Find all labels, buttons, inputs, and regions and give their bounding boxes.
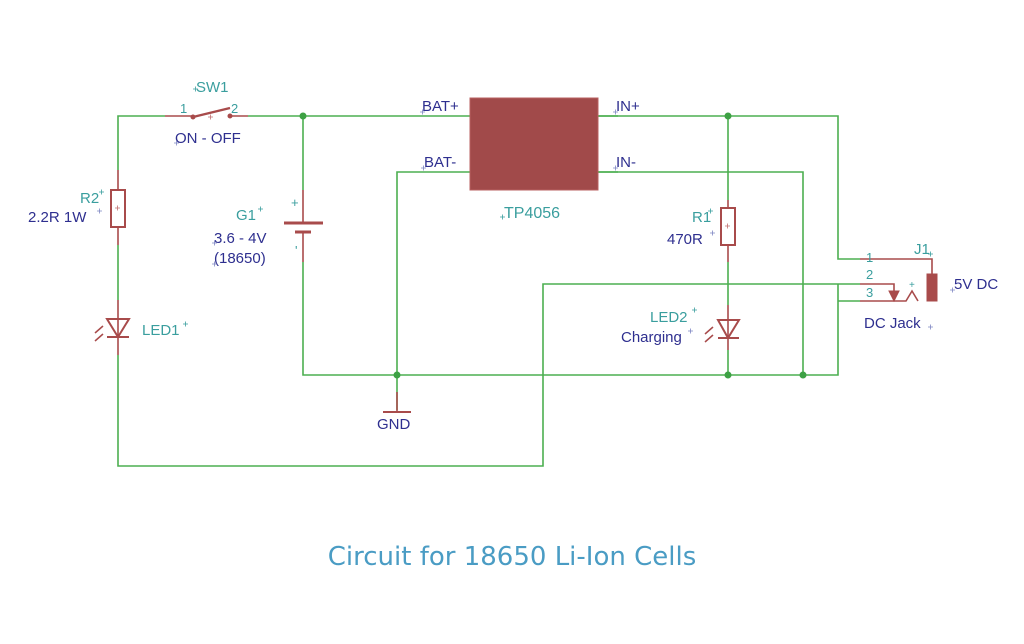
origin-markers (97, 86, 955, 334)
j1-pin2-label: 2 (866, 267, 873, 282)
sw1-pin2-label: 2 (231, 101, 238, 116)
wires (117, 115, 860, 467)
wire-inplus-j1 (598, 115, 860, 260)
junction-dot (299, 112, 307, 120)
led-led1: LED1 (94, 300, 180, 355)
g1-name-label: G1 (236, 207, 256, 224)
junction-dot (799, 371, 807, 379)
tp4056-batplus-label: BAT+ (422, 98, 459, 115)
led1-name-label: LED1 (142, 322, 180, 339)
battery-g1: + ' G1 3.6 - 4V (18650) (214, 190, 323, 267)
j1-name-label: J1 (914, 241, 930, 258)
r2-name-label: R2 (80, 190, 99, 207)
junctions (299, 112, 807, 379)
led2-name-label: LED2 (650, 309, 688, 326)
tp4056-inplus-label: IN+ (616, 98, 640, 115)
r1-name-label: R1 (692, 209, 711, 226)
resistor-r1: R1 470R (667, 200, 736, 262)
j1-type-label: DC Jack (864, 315, 921, 332)
r2-value-label: 2.2R 1W (28, 209, 87, 226)
r1-value-label: 470R (667, 231, 703, 248)
led-led2: LED2 Charging (621, 305, 741, 350)
g1-plus-label: + (291, 195, 299, 210)
gnd-label: GND (377, 416, 411, 433)
led2-value-label: Charging (621, 329, 682, 346)
wire-batminus-gnd (396, 171, 440, 410)
junction-dot (393, 371, 401, 379)
switch-sw1: 1 2 SW1 ON - OFF (165, 79, 248, 147)
resistor-r2: R2 2.2R 1W (28, 170, 126, 245)
junction-dot (724, 371, 732, 379)
j1-pin3-label: 3 (866, 285, 873, 300)
tp4056-inminus-label: IN- (616, 154, 636, 171)
j1-value-label: 5V DC (954, 276, 998, 293)
g1-minus-label: ' (295, 243, 297, 258)
wire-inminus (598, 171, 804, 375)
ground-symbol: GND (377, 392, 411, 433)
tp4056-name-label: TP4056 (504, 205, 560, 222)
g1-value-line2: (18650) (214, 250, 266, 267)
junction-dot (724, 112, 732, 120)
j1-pin1-label: 1 (866, 250, 873, 265)
sw1-pin1-label: 1 (180, 101, 187, 116)
j1-plus-label: + (909, 280, 915, 291)
wire-battery-bottom (302, 262, 839, 376)
tp4056-batminus-label: BAT- (424, 154, 456, 171)
sw1-value-label: ON - OFF (175, 130, 241, 147)
diagram-caption: Circuit for 18650 Li-Ion Cells (327, 542, 697, 572)
connector-j1: 1 2 3 + J1 5V DC DC Jack (860, 241, 998, 332)
g1-value-line1: 3.6 - 4V (214, 230, 267, 247)
wire-led1-j1 (117, 283, 860, 467)
module-tp4056: BAT+ BAT- IN+ IN- TP4056 (422, 97, 640, 222)
wire-r2-sw1 (117, 115, 165, 170)
sw1-name-label: SW1 (196, 79, 229, 96)
